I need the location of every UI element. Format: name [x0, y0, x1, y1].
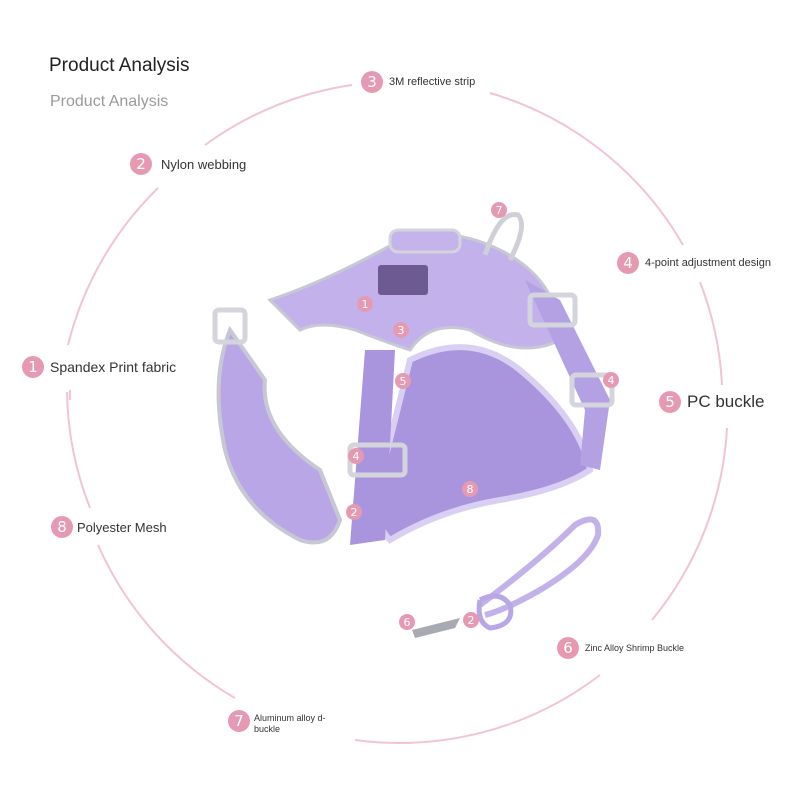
d-ring [482, 212, 525, 262]
callout-d-buckle: 7 Aluminum alloy d-buckle [228, 710, 339, 735]
pin-nylon-webbing: 2 [346, 504, 362, 520]
callout-label: 4-point adjustment design [645, 257, 771, 269]
shrimp-clasp [412, 618, 460, 638]
callout-number: 1 [22, 356, 44, 378]
callout-number: 6 [557, 637, 579, 659]
callout-label: Nylon webbing [161, 156, 247, 172]
harness-handle [388, 228, 462, 254]
callout-number: 7 [228, 710, 250, 732]
left-buckle [212, 307, 248, 345]
page-subtitle: Product Analysis [50, 93, 169, 110]
callout-label: PC buckle [687, 392, 765, 411]
callout-number: 2 [130, 153, 152, 175]
callout-adjustment-design: 4 4-point adjustment design [617, 252, 771, 274]
top-buckle [527, 292, 578, 328]
harness-drawing [212, 212, 615, 638]
pin-d-buckle: 7 [491, 202, 507, 218]
harness-right-strap [525, 280, 610, 470]
callout-polyester-mesh: 8 Polyester Mesh [51, 516, 167, 538]
pin-polyester-mesh: 8 [462, 481, 478, 497]
callout-number: 4 [617, 252, 639, 274]
callout-label: Zinc Alloy Shrimp Buckle [585, 643, 685, 653]
pin-spandex-fabric: 1 [357, 296, 373, 312]
brand-tag [378, 265, 428, 295]
callout-number: 8 [51, 516, 73, 538]
callout-pc-buckle: 5 PC buckle [659, 391, 764, 413]
decorative-ring [66, 84, 728, 744]
harness-left-strap [216, 325, 343, 545]
callout-spandex-fabric: 1 Spandex Print fabric [22, 356, 176, 378]
callout-nylon-webbing: 2 Nylon webbing [130, 153, 246, 175]
callout-reflective-strip: 3 3M reflective strip [361, 71, 475, 93]
pin-reflective-strip: 3 [393, 322, 409, 338]
pin-adjustment-front: 4 [348, 448, 364, 464]
callout-label: Polyester Mesh [77, 519, 167, 535]
callout-shrimp-buckle: 6 Zinc Alloy Shrimp Buckle [557, 637, 684, 659]
leash-coil [476, 593, 514, 631]
callout-label: 3M reflective strip [389, 76, 476, 88]
pin-adjustment-right: 4 [603, 372, 619, 388]
side-buckle [569, 372, 615, 408]
callout-label: Aluminum alloy d-buckle [254, 713, 326, 734]
callout-number: 5 [659, 391, 681, 413]
pin-shrimp-buckle: 6 [399, 614, 415, 630]
callout-label: Spandex Print fabric [50, 359, 177, 375]
pin-leash-webbing: 2 [463, 612, 479, 628]
pin-pc-buckle: 5 [395, 373, 411, 389]
leash-loop [478, 516, 602, 618]
page-title: Product Analysis [49, 55, 190, 76]
callout-number: 3 [361, 71, 383, 93]
